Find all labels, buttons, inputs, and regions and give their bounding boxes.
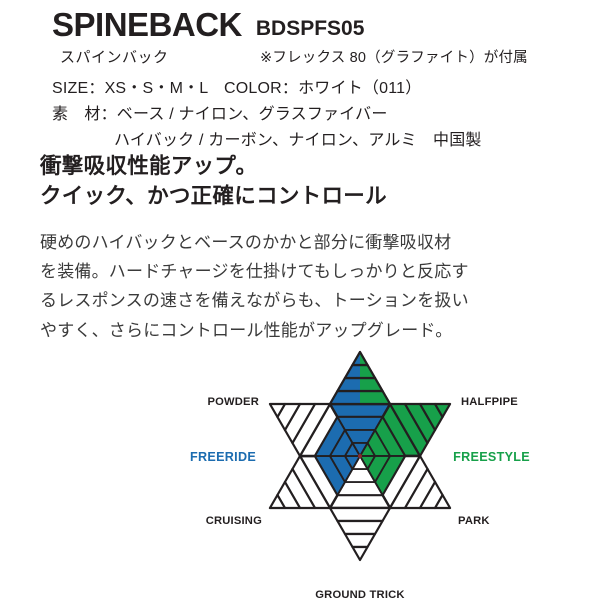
flex-note: ※フレックス 80（グラファイト）が付属: [260, 49, 528, 66]
radar-label-halfpipe: HALFPIPE: [461, 396, 518, 408]
radar-label-park: PARK: [458, 515, 490, 527]
radar-star-band-half: [336, 376, 360, 393]
radar-star-band: [328, 506, 392, 523]
body-line-2: を装備。ハードチャージを仕掛けてもしっかりと反応す: [40, 262, 469, 282]
radar-geometry: [268, 350, 452, 562]
radar-star-band: [433, 493, 452, 510]
radar-star-band: [268, 493, 287, 510]
spec-material-base: 素 材：ベース / ナイロン、グラスファイバー: [52, 105, 388, 123]
headline-line-1: 衝撃吸収性能アップ。: [40, 154, 258, 178]
body-line-1: 硬めのハイバックとベースのかかと部分に衝撃吸収材: [40, 233, 452, 252]
radar-star-band: [343, 532, 377, 549]
spec-list: SIZE：XS・S・M・L COLOR：ホワイト（011） 素 材：ベース / …: [52, 76, 582, 154]
radar-star-band-half: [351, 350, 360, 367]
radar-cell: [328, 402, 392, 419]
spec-material-highback: ハイバック / カーボン、ナイロン、アルミ 中国製: [114, 131, 482, 149]
body-line-4: やすく、さらにコントロール性能がアップグレード。: [40, 320, 453, 340]
radar-star-band-half: [328, 389, 360, 406]
radar-star-band-half: [360, 350, 369, 367]
radar-label-ground-trick: GROUND TRICK: [315, 589, 404, 600]
subtitle-row: スパインバック ※フレックス 80（グラファイト）が付属: [52, 46, 572, 67]
radar-star-band: [351, 545, 369, 562]
legend-freestyle: FREESTYLE: [453, 450, 530, 464]
product-header: SPINEBACK BDSPFS05 スパインバック ※フレックス 80（グラフ…: [52, 6, 572, 67]
radar-label-powder: POWDER: [207, 396, 259, 408]
feature-description: 硬めのハイバックとベースのかかと部分に衝撃吸収材 を装備。ハードチャージを仕掛け…: [40, 228, 540, 345]
radar-star-band: [433, 402, 452, 419]
radar-star-band: [336, 519, 384, 536]
spec-size-color: SIZE：XS・S・M・L COLOR：ホワイト（011）: [52, 80, 422, 97]
radar-svg: CARVING HALFPIPE PARK GROUND TRICK CRUISING P…: [206, 338, 518, 600]
product-name-kana: スパインバック: [60, 48, 169, 66]
feature-headline: 衝撃吸収性能アップ。 クイック、かつ正確にコントロール: [40, 152, 560, 211]
body-line-3: るレスポンスの速さを備えながらも、トーションを扱い: [40, 291, 469, 311]
headline-line-2: クイック、かつ正確にコントロール: [40, 183, 387, 208]
radar-axis-labels: CARVING HALFPIPE PARK GROUND TRICK CRUISING P…: [206, 338, 518, 600]
page-title: SPINEBACK: [52, 6, 242, 43]
product-code: BDSPFS05: [255, 17, 365, 40]
title-row: SPINEBACK BDSPFS05: [52, 6, 572, 43]
radar-label-carving: CARVING: [334, 338, 387, 341]
radar-cell: [328, 493, 392, 510]
radar-label-cruising: CRUISING: [206, 515, 262, 527]
performance-radar-chart: CARVING HALFPIPE PARK GROUND TRICK CRUISING P…: [190, 338, 530, 600]
radar-star-band-half: [343, 363, 360, 380]
radar-star-band: [268, 402, 287, 419]
legend-freeride: FREERIDE: [190, 450, 257, 464]
